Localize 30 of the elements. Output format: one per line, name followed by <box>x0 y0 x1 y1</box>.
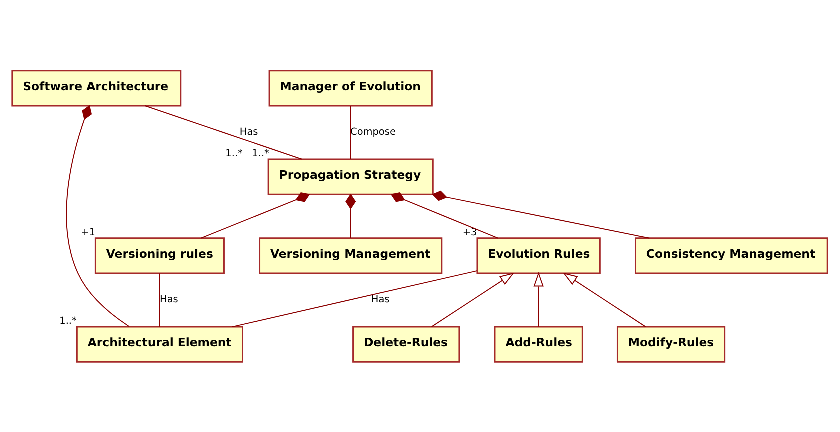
node-box: Evolution Rules <box>476 237 601 274</box>
node-box: Versioning Management <box>259 237 443 274</box>
node-label: 1..* 1..* <box>226 148 270 160</box>
edge-label: Has <box>371 294 390 306</box>
node-label: +1 <box>81 226 96 238</box>
edge-label: Has <box>160 294 178 306</box>
node-label: +3 <box>462 226 478 238</box>
node-box: Versioning rules <box>94 237 225 274</box>
node-box: Software Architecture <box>12 70 182 106</box>
node-box: Delete-Rules <box>352 326 460 362</box>
arrow <box>563 272 646 327</box>
connector <box>66 104 130 327</box>
arrow <box>431 272 515 327</box>
connector <box>432 190 650 238</box>
connector <box>159 272 160 327</box>
arrow <box>534 272 544 327</box>
connector <box>390 192 499 238</box>
connector <box>346 193 356 238</box>
node-box: Architectural Element <box>76 326 244 362</box>
connector <box>200 192 310 238</box>
node-box: Modify-Rules <box>616 326 726 362</box>
node-box: Propagation Strategy <box>268 158 434 195</box>
node-box: Manager of Evolution <box>268 70 433 106</box>
node-box: Consistency Management <box>635 237 828 274</box>
edge-label: Has <box>240 126 258 138</box>
node-box: Add-Rules <box>494 326 584 362</box>
node-label: 1..* <box>60 316 77 327</box>
connector <box>350 105 352 160</box>
connector <box>232 270 478 328</box>
connector <box>144 105 302 160</box>
